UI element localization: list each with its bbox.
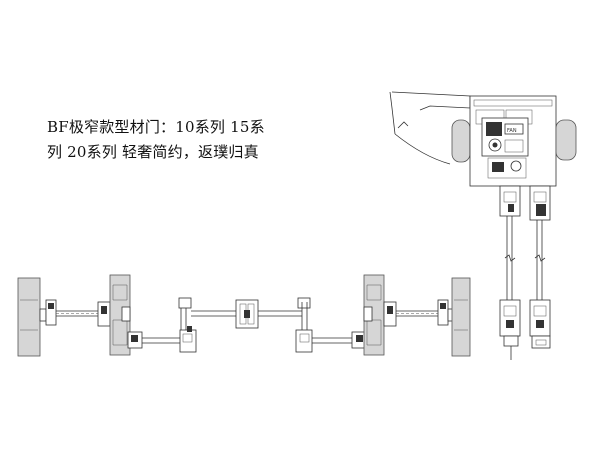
wall-block-right [451,277,471,357]
leaf-right [295,297,367,353]
wall-block-left [17,277,41,357]
fixed-frame-left [39,299,111,327]
caption-line-1: BF极窄款型材门：10系列 15系 [47,118,265,136]
leaf-left [127,297,197,353]
leaf-rails [504,216,546,300]
caption-line-2: 列 20系列 轻奢简约，返璞归真 [47,143,259,161]
fixed-frame-right [383,299,455,327]
motor-assembly: FAN [481,117,529,179]
vertical-section: FAN [389,91,577,360]
horizontal-section [17,274,471,357]
jamb-right [363,274,385,356]
top-frame [499,185,551,221]
bottom-frame [499,299,551,360]
jamb-left [109,274,131,356]
center-meeting-stile [191,299,302,329]
fan-tag: FAN [507,128,517,134]
